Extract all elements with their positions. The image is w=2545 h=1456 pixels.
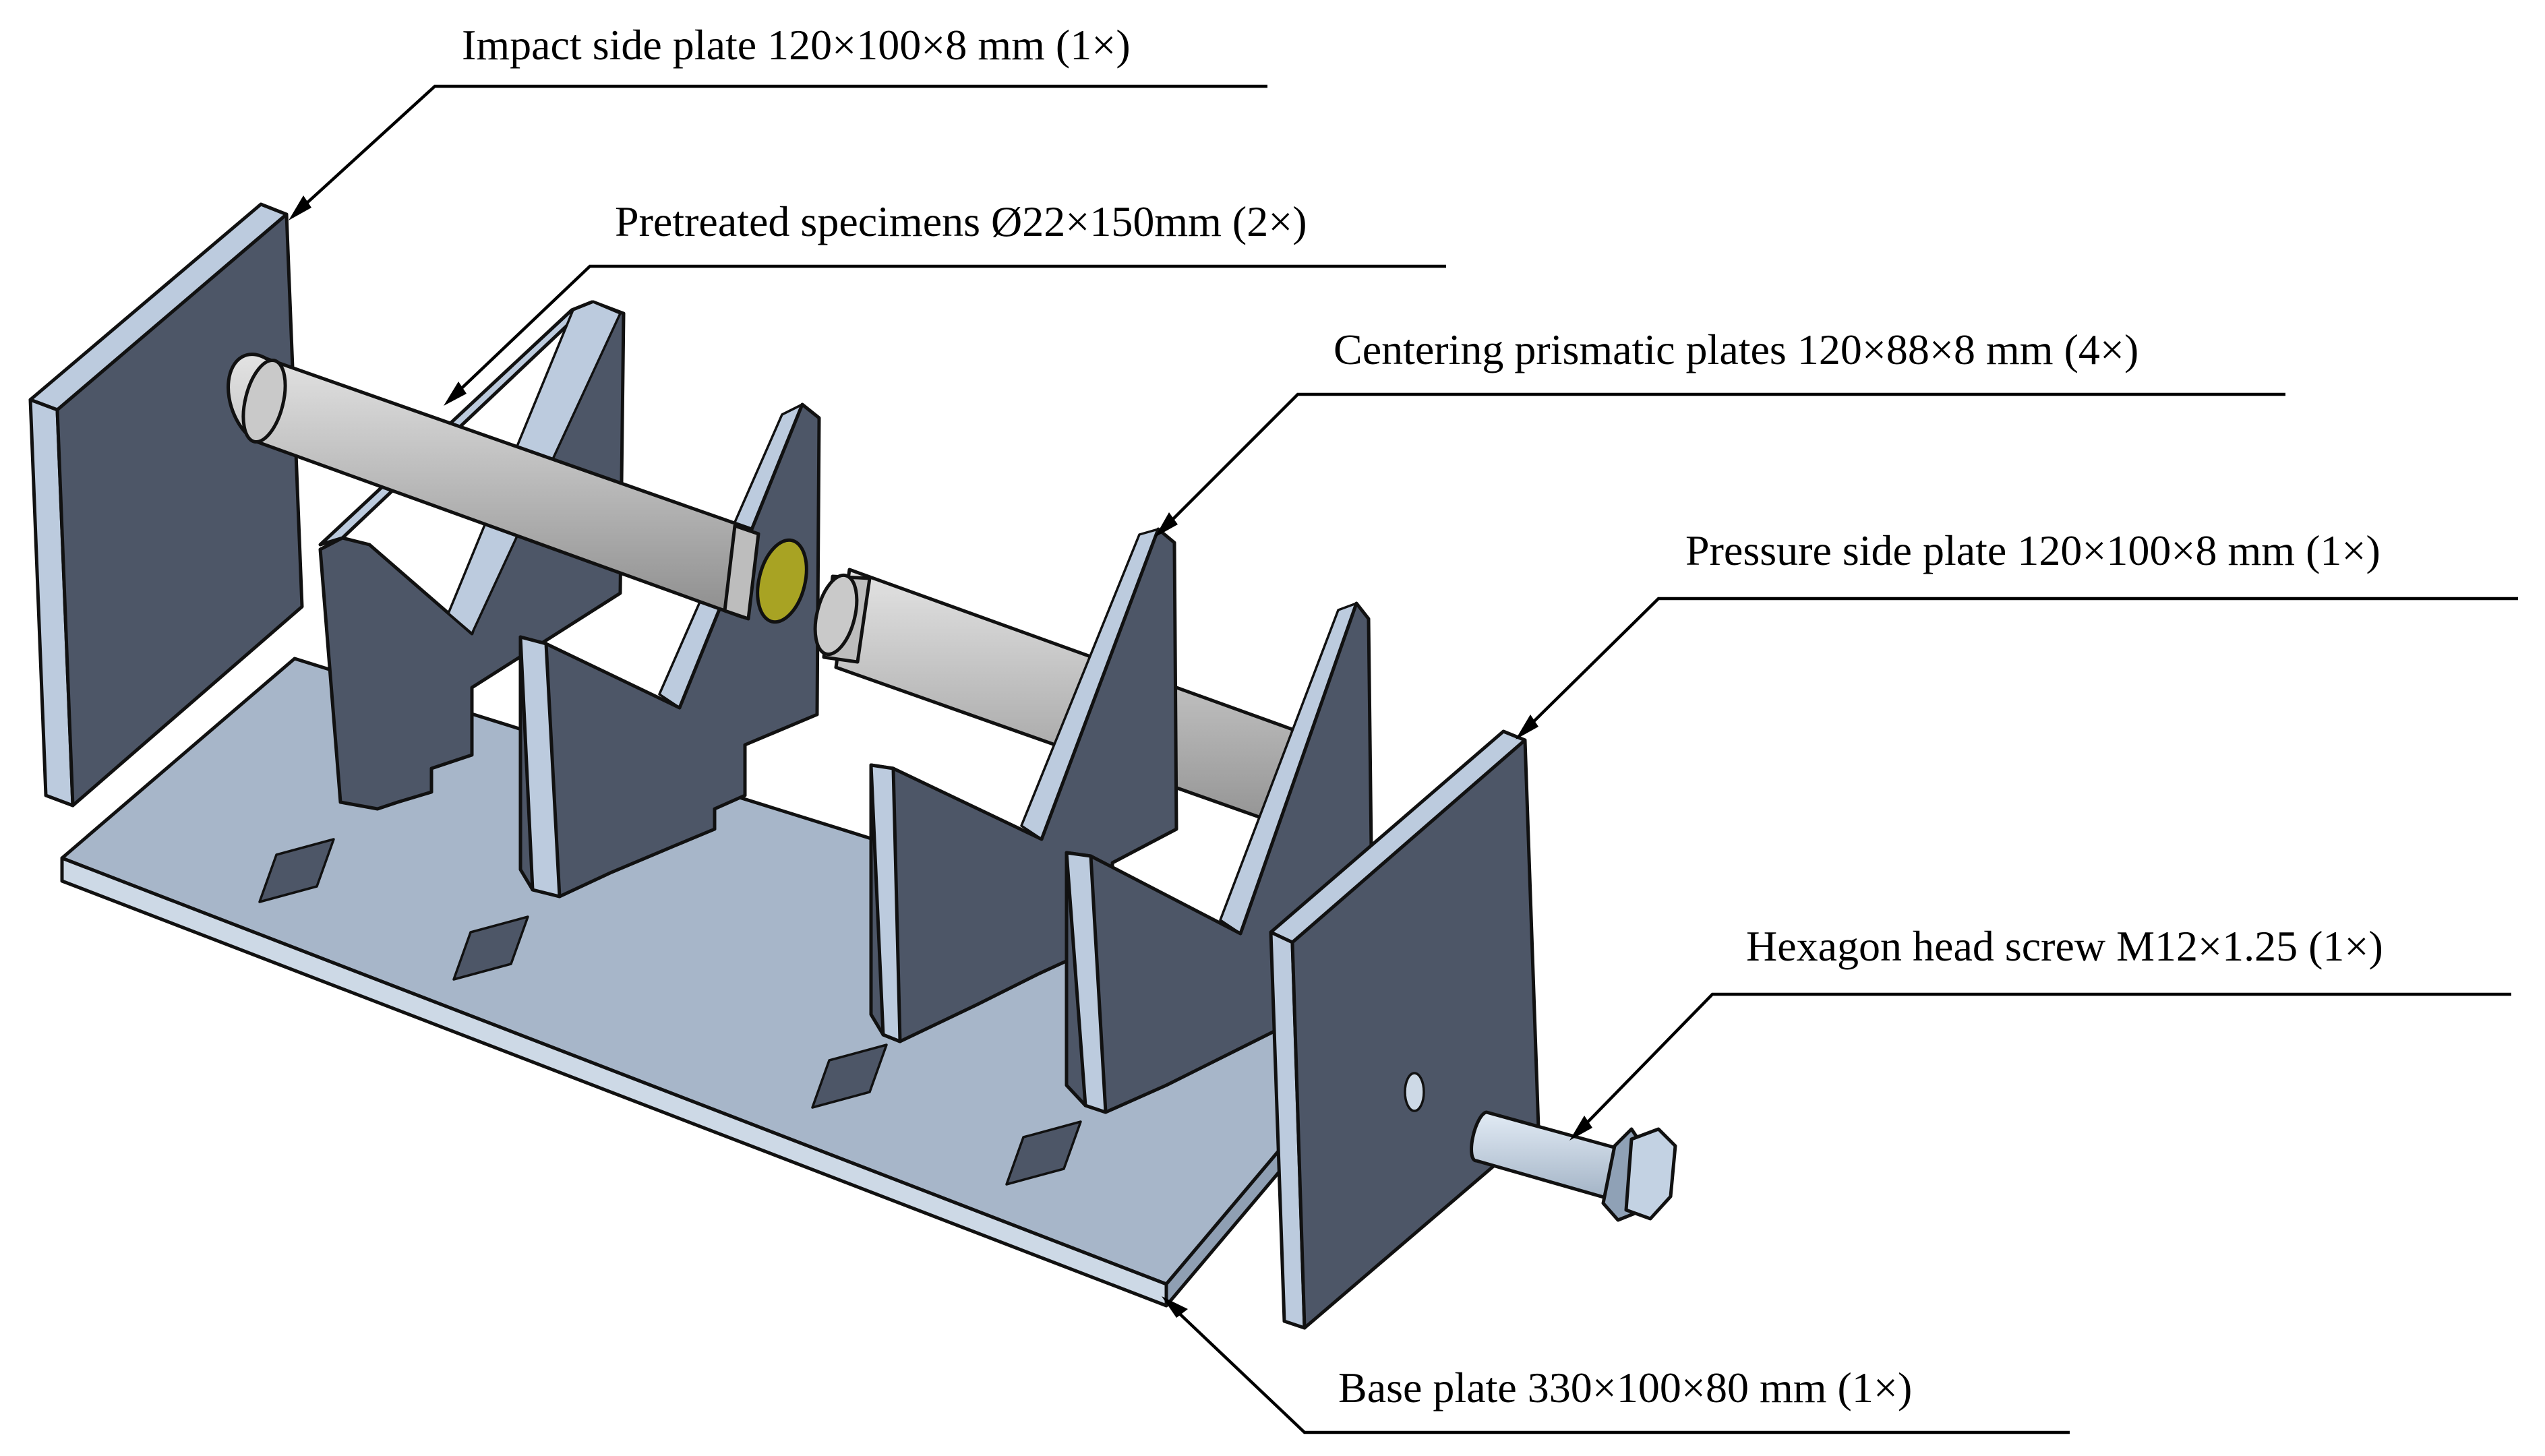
label-centering-plates: Centering prismatic plates 120×88×8 mm (… xyxy=(1334,326,2138,373)
base-slot xyxy=(1005,1120,1082,1186)
hexagon-head-screw xyxy=(1470,1110,1677,1222)
screw-head-face xyxy=(1624,1127,1677,1221)
label-impact-side-plate: Impact side plate 120×100×8 mm (1×) xyxy=(462,21,1131,69)
leader-base-plate xyxy=(1162,1296,2070,1434)
label-screw: Hexagon head screw M12×1.25 (1×) xyxy=(1746,922,2383,970)
specimen-left-back-end xyxy=(241,358,287,444)
base-slot xyxy=(811,1043,888,1109)
pressure-side-plate xyxy=(1269,729,1540,1330)
specimen-left-end-face xyxy=(756,538,808,624)
base-slot xyxy=(258,838,335,903)
label-specimens: Pretreated specimens Ø22×150mm (2×) xyxy=(615,198,1307,245)
base-slot xyxy=(452,915,529,981)
leader-impact-side-plate xyxy=(289,84,1267,220)
leader-centering-plates xyxy=(1155,392,2285,537)
centering-plate-side-edge xyxy=(518,635,562,899)
specimen-left xyxy=(227,353,808,624)
specimen-right-front-face xyxy=(813,573,859,657)
label-base-plate: Base plate 330×100×80 mm (1×) xyxy=(1338,1364,1912,1412)
centering-plate-side-edge xyxy=(869,763,902,1043)
label-pressure-side-plate: Pressure side plate 120×100×8 mm (1×) xyxy=(1685,526,2381,574)
specimen-left-neck xyxy=(723,524,760,621)
screw-shank xyxy=(1470,1110,1640,1205)
pressure-plate-hole xyxy=(1404,1072,1425,1112)
leader-pressure-side-plate xyxy=(1516,597,2518,739)
centering-plate-side-edge xyxy=(1065,851,1108,1114)
leader-screw xyxy=(1569,992,2511,1141)
leader-lines xyxy=(289,84,2518,1434)
leader-specimens xyxy=(444,264,1446,406)
